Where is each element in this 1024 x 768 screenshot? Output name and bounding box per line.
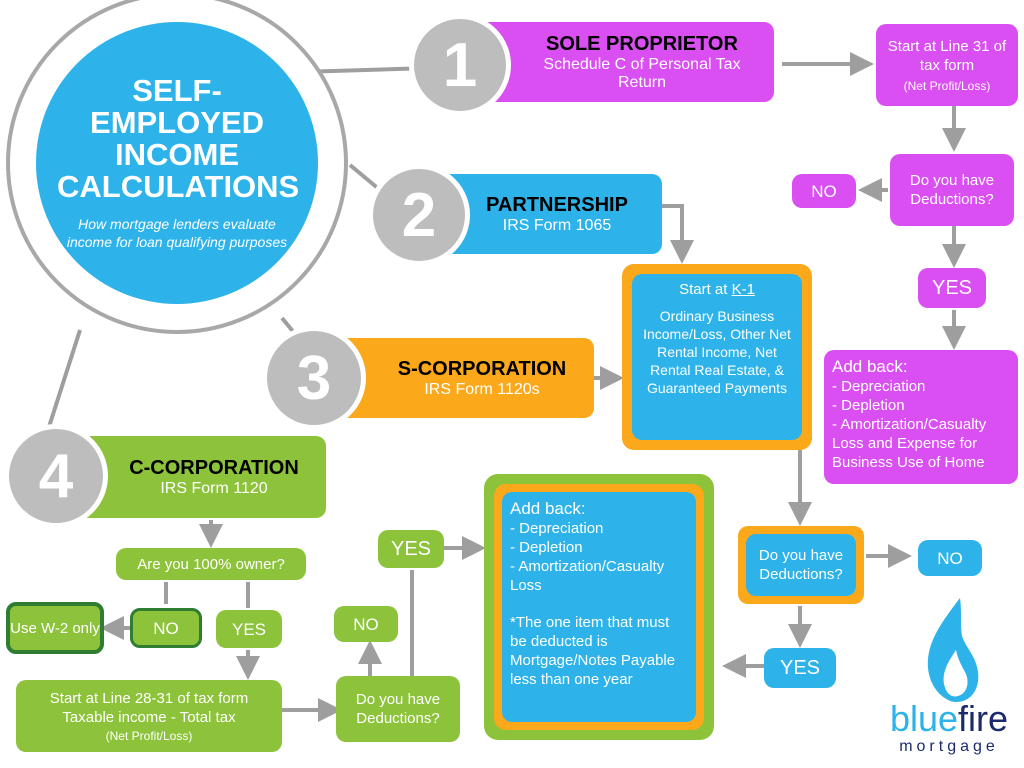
center-addback-item-1: - Depreciation <box>510 520 604 537</box>
k1-link[interactable]: K-1 <box>731 281 755 298</box>
k1-start-text: Start at K-1 <box>679 280 755 299</box>
center-addback-item-2: - Depletion <box>510 539 583 556</box>
use-w2-box: Use W-2 only <box>6 602 104 654</box>
ccorp-no-box: NO <box>130 608 202 648</box>
ccorp-start-line2: Taxable income - Total tax <box>62 709 236 726</box>
k1-no-box: NO <box>918 540 982 576</box>
s-corporation-subtitle: IRS Form 1120s <box>424 380 540 398</box>
sole-question-box: Do you have Deductions? <box>890 154 1014 226</box>
ccorp-q-yes-box: YES <box>378 530 444 568</box>
center-addback-box: Add back: - Depreciation - Depletion - A… <box>502 492 696 722</box>
sole-addback-item-2: - Depletion <box>832 397 905 414</box>
sole-proprietor-title: SOLE PROPRIETOR <box>546 32 738 55</box>
center-addback-title: Add back: <box>510 499 586 518</box>
k1-box: Start at K-1 Ordinary Business Income/Lo… <box>632 274 802 440</box>
k1-question-box: Do you have Deductions? <box>746 534 856 596</box>
partnership-box: PARTNERSHIP IRS Form 1065 <box>432 174 662 254</box>
center-addback-item-3: - Amortization/Casualty Loss <box>510 558 665 594</box>
ccorp-start-line1: Start at Line 28-31 of tax form <box>49 690 249 707</box>
s-corporation-box: S-CORPORATION IRS Form 1120s <box>330 338 594 418</box>
logo-tagline: mortgage <box>899 738 999 755</box>
sole-start-text: Start at Line 31 of tax form <box>887 38 1007 74</box>
section-1-number: 1 <box>409 14 511 116</box>
owner-question-box: Are you 100% owner? <box>116 548 306 580</box>
sole-yes-box: YES <box>918 268 986 308</box>
section-4-number: 4 <box>4 424 108 528</box>
c-corporation-title: C-CORPORATION <box>129 456 299 479</box>
hero-title: SELF-EMPLOYED INCOME CALCULATIONS <box>57 73 300 204</box>
k1-start-prefix: Start at <box>679 281 732 298</box>
section-3-number: 3 <box>262 326 366 430</box>
k1-body: Ordinary Business Income/Loss, Other Net… <box>643 308 791 396</box>
sole-no-box: NO <box>792 174 856 208</box>
ccorp-start-note: (Net Profit/Loss) <box>105 729 193 743</box>
sole-addback-box: Add back: - Depreciation - Depletion - A… <box>824 350 1018 484</box>
hero-subtitle: How mortgage lenders evaluate income for… <box>66 216 288 250</box>
partnership-title: PARTNERSHIP <box>486 193 628 216</box>
ccorp-yes-box: YES <box>216 610 282 648</box>
ccorp-q-no-box: NO <box>334 606 398 642</box>
ccorp-start-box: Start at Line 28-31 of tax form Taxable … <box>16 680 282 752</box>
sole-proprietor-subtitle: Schedule C of Personal Tax Return <box>543 55 741 91</box>
sole-addback-item-1: - Depreciation <box>832 378 926 395</box>
ccorp-question-box: Do you have Deductions? <box>336 676 460 742</box>
sole-proprietor-box: SOLE PROPRIETOR Schedule C of Personal T… <box>470 22 774 102</box>
center-addback-note: *The one item that must be deducted is M… <box>510 614 676 688</box>
sole-start-note: (Net Profit/Loss) <box>903 79 991 93</box>
logo-wordmark: bluefire <box>884 700 1014 738</box>
flame-icon <box>927 598 979 702</box>
c-corporation-subtitle: IRS Form 1120 <box>160 479 268 497</box>
sole-start-box: Start at Line 31 of tax form (Net Profit… <box>876 24 1018 106</box>
section-2-number: 2 <box>368 164 470 266</box>
sole-addback-title: Add back: <box>832 357 908 376</box>
hero-circle: SELF-EMPLOYED INCOME CALCULATIONS How mo… <box>36 22 318 304</box>
logo-word-blue: blue <box>889 698 959 739</box>
logo-word-fire: fire <box>958 698 1009 739</box>
sole-addback-item-3: - Amortization/Casualty Loss and Expense… <box>832 416 987 471</box>
k1-yes-box: YES <box>764 648 836 688</box>
partnership-subtitle: IRS Form 1065 <box>502 216 612 234</box>
s-corporation-title: S-CORPORATION <box>397 357 567 380</box>
